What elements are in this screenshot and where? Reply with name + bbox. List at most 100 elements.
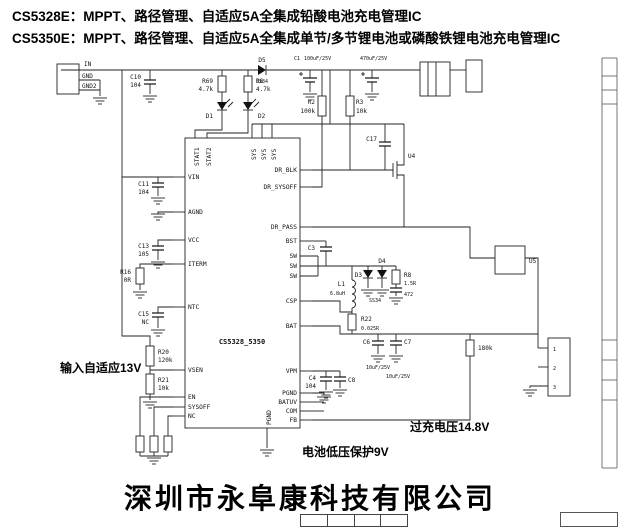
component-ref: C6 — [363, 339, 371, 346]
input-pin-label: IN — [84, 61, 92, 68]
resistor-r22: R22 0.025R — [347, 313, 380, 332]
component-ref: L1 — [338, 281, 346, 288]
component-value: SS34 — [256, 79, 268, 85]
title-line-1: CS5328E：MPPT、路径管理、自适应5A全集成铅酸电池充电管理IC — [12, 9, 422, 24]
component-value: 0.025R — [361, 326, 380, 332]
ic-pin-bst: BST — [286, 238, 297, 245]
component-value: 10uF/25V — [386, 374, 410, 380]
ic-pin-com: COM — [286, 408, 297, 415]
ic-pin-stat1: STAT1 — [194, 147, 201, 166]
component-value: 4.7k — [199, 86, 214, 93]
component-value: 105 — [138, 251, 149, 258]
pulldown-resistors — [135, 435, 173, 453]
ic-pin-iterm: ITERM — [188, 261, 207, 268]
ic-pin-csp: CSP — [286, 298, 297, 305]
component-ref: C15 — [138, 311, 149, 318]
wires — [79, 69, 548, 457]
ic-pin-vin: VIN — [188, 174, 199, 181]
snubber-r8: R8 1.5R 472 — [390, 269, 417, 298]
ic-pin-vcc: VCC — [188, 237, 199, 244]
component-value: 100uF/25V — [304, 56, 331, 62]
component-ref: C17 — [366, 136, 377, 143]
component-ref: D4 — [378, 258, 386, 265]
component-value: 100k — [301, 108, 316, 115]
component-value: 470uF/25V — [360, 56, 387, 62]
title-block — [300, 514, 408, 527]
ic-pin-ntc: NTC — [188, 304, 199, 311]
resistor-180k: 180k — [465, 339, 493, 357]
ic-pin-sw2: SW — [290, 263, 298, 270]
component-ref: R69 — [202, 78, 213, 85]
module-u5: U5 — [494, 245, 537, 275]
capacitor-c6: C6 10uF/25V — [363, 339, 390, 371]
component-value: 180k — [478, 345, 493, 352]
input-jack: IN GND GND2 — [56, 61, 97, 95]
capacitor-c10: C10 104 — [130, 74, 156, 89]
component-ref: D3 — [355, 272, 363, 279]
drawing-frame — [601, 57, 618, 469]
connector-top-right — [465, 59, 483, 93]
component-ref: C10 — [130, 74, 141, 81]
component-ref: C8 — [348, 377, 356, 384]
component-value: 10k — [356, 108, 367, 115]
module-block — [419, 61, 451, 97]
resistor-r21: R21 10k — [145, 373, 169, 395]
component-value: SS34 — [369, 298, 381, 304]
ic-cs5328: CS5328_5350 VIN AGND VCC ITERM NTC VSEN … — [184, 137, 301, 429]
annotation-overcharge-voltage: 过充电压14.8V — [410, 420, 490, 434]
component-ref: C4 — [309, 375, 317, 382]
component-ref: R3 — [356, 99, 364, 106]
ic-pin-sw1: SW — [290, 253, 298, 260]
ic-pin-sw3: SW — [290, 273, 298, 280]
component-ref: D1 — [206, 113, 214, 120]
ic-pin-sys1: SYS — [251, 149, 258, 160]
resistor-r20: R20 120k — [145, 345, 173, 367]
annotation-input-adaptive: 输入自适应13V — [60, 361, 142, 375]
ic-pin-bat: BAT — [286, 323, 297, 330]
component-ref: D2 — [258, 113, 266, 120]
capacitor-c4: C4 104 — [305, 375, 332, 390]
title-block-cell — [328, 515, 355, 526]
led-d2: D2 — [242, 98, 266, 120]
component-ref: R2 — [308, 99, 316, 106]
resistor-r3: R3 10k — [345, 95, 367, 117]
component-value: 104 — [138, 189, 149, 196]
component-value: 104 — [130, 82, 141, 89]
company-name: 深圳市永阜康科技有限公司 — [123, 484, 496, 515]
ic-pin-sys3: SYS — [271, 149, 278, 160]
resistor-r69: R69 4.7k — [199, 75, 227, 93]
ic-label: CS5328_5350 — [219, 338, 265, 346]
title-line-2: CS5350E：MPPT、路径管理、自适应5A全集成单节/多节锂电池或磷酸铁锂电… — [12, 31, 561, 46]
component-value: 10uF/25V — [366, 365, 390, 371]
input-pin-label: GND2 — [82, 83, 97, 90]
capacitor-c17: C17 — [366, 136, 391, 147]
component-ref: R8 — [404, 272, 412, 279]
capacitor-c7: C7 10uF/25V — [386, 339, 412, 380]
diode-d5: D5 SS34 — [256, 57, 268, 85]
component-ref: R16 — [120, 269, 131, 276]
capacitor-c11: C11 104 — [138, 181, 164, 196]
component-ref: C1 — [294, 56, 300, 62]
connector-pin-number: 1 — [553, 347, 556, 353]
title-block-corner — [560, 512, 618, 527]
component-ref: C7 — [404, 339, 412, 346]
inductor-l1: L1 6.8uH — [330, 279, 356, 309]
diode-d3: D3 SS34 — [355, 269, 381, 304]
component-ref: D5 — [258, 57, 266, 64]
ic-pin-fb: FB — [290, 417, 298, 424]
capacitor-c3: C3 — [308, 245, 332, 252]
ic-pin-batuv: BATUV — [278, 399, 297, 406]
connector-pin-number: 3 — [553, 385, 556, 391]
component-value: 120k — [158, 357, 173, 364]
component-value: 1.5R — [404, 281, 417, 287]
ic-pin-dr-blk: DR_BLK — [275, 167, 298, 174]
component-ref: C11 — [138, 181, 149, 188]
ic-pin-vpm: VPM — [286, 368, 297, 375]
title-block-cell — [381, 515, 407, 526]
input-pin-label: GND — [82, 73, 93, 80]
annotation-battery-low-protect: 电池低压保护9V — [302, 445, 389, 459]
capacitor-c8: C8 — [334, 376, 356, 384]
component-ref: R21 — [158, 377, 169, 384]
